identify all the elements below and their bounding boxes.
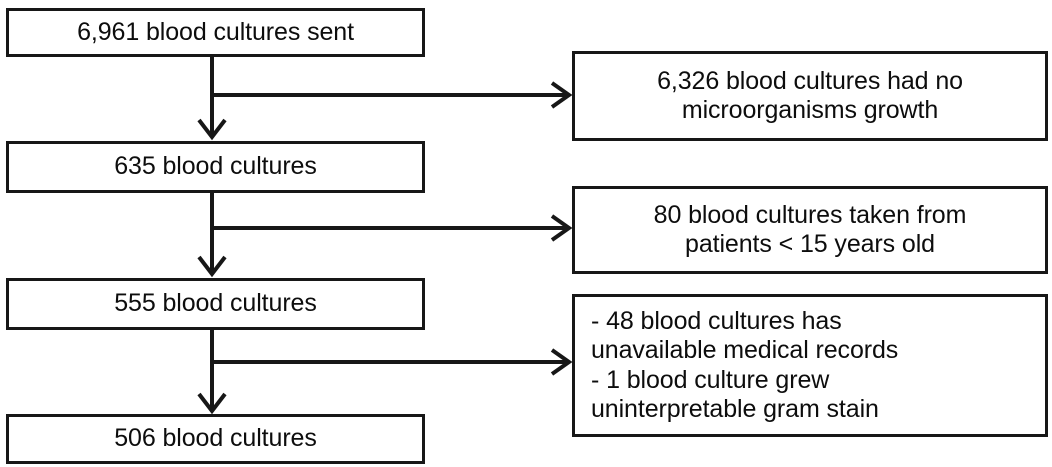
arrow-n1-to-n2-head (197, 118, 227, 141)
node-exclusion-records-and-gram-stain: - 48 blood cultures has unavailable medi… (572, 294, 1048, 437)
node-label: 555 blood cultures (114, 289, 317, 318)
node-label: 6,326 blood cultures had no microorganis… (657, 66, 963, 125)
arrow-n3-to-e3-head (550, 348, 573, 376)
arrow-n3-to-n4-head (197, 392, 227, 415)
arrow-n2-to-n3-head (197, 255, 227, 278)
node-exclusion-under-15-years: 80 blood cultures taken from patients < … (572, 186, 1048, 274)
node-exclusion-no-growth: 6,326 blood cultures had no microorganis… (572, 51, 1048, 141)
node-label: 6,961 blood cultures sent (77, 17, 354, 46)
node-label: 506 blood cultures (114, 424, 317, 453)
node-label: 80 blood cultures taken from patients < … (653, 200, 967, 259)
node-label: - 48 blood cultures has unavailable medi… (591, 306, 899, 424)
node-label: 635 blood cultures (114, 152, 317, 181)
node-total-blood-cultures: 6,961 blood cultures sent (6, 8, 425, 57)
node-635-blood-cultures: 635 blood cultures (6, 141, 425, 193)
arrow-n2-to-e2-head (550, 214, 573, 242)
node-555-blood-cultures: 555 blood cultures (6, 278, 425, 330)
node-506-blood-cultures: 506 blood cultures (6, 414, 425, 464)
arrow-n1-to-e1-head (550, 81, 573, 109)
